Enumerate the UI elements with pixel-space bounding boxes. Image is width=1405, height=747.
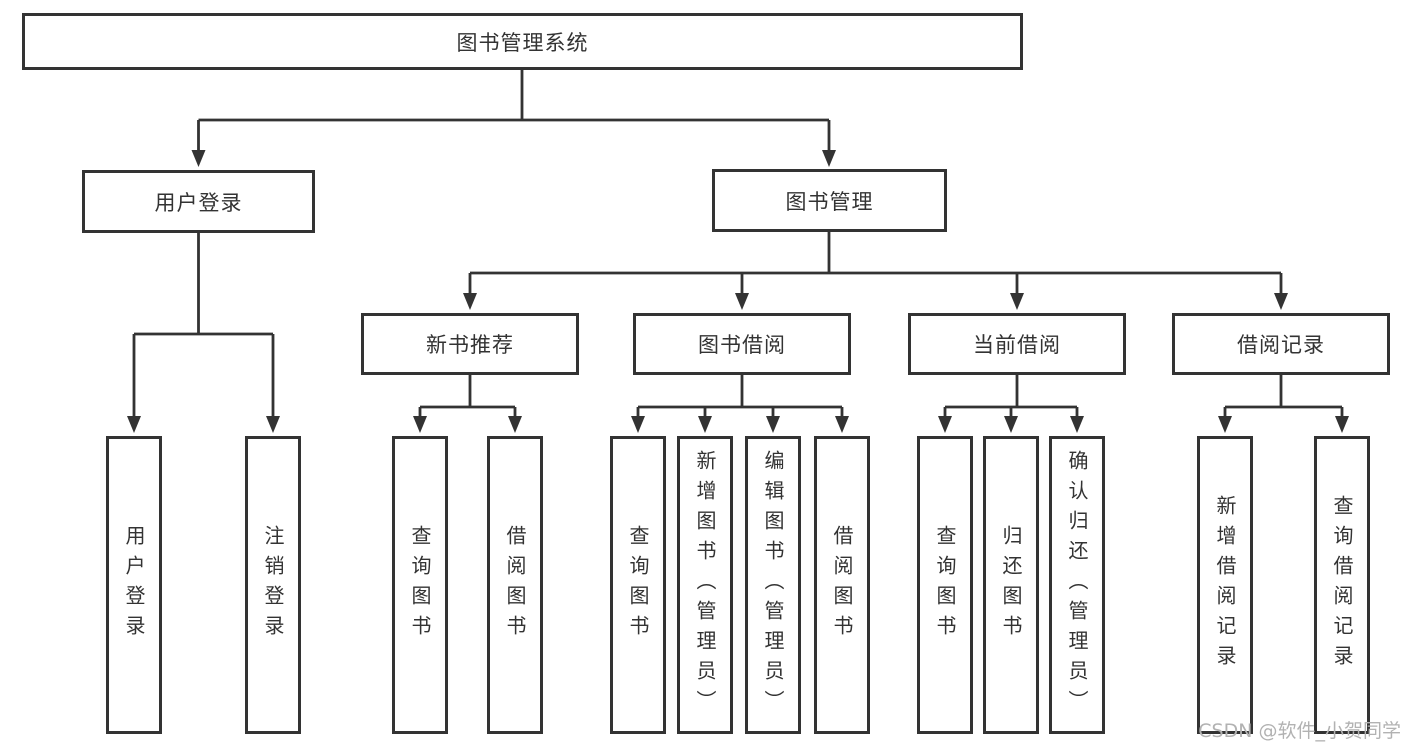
leaf-query-book-1: 查询图书 (392, 436, 448, 734)
leaf-borrow-book-1-label: 借阅图书 (503, 525, 527, 645)
node-new-book-recommend-label: 新书推荐 (426, 333, 514, 357)
leaf-query-book-3: 查询图书 (917, 436, 973, 734)
leaf-confirm-return-admin: 确认归还（管理员） (1049, 436, 1105, 734)
leaf-user-login: 用户登录 (106, 436, 162, 734)
leaf-borrow-book-2: 借阅图书 (814, 436, 870, 734)
leaf-query-book-1-label: 查询图书 (408, 525, 432, 645)
leaf-edit-book-admin: 编辑图书（管理员） (745, 436, 801, 734)
connector-root-to-level2 (191, 70, 836, 167)
leaf-add-borrow-record-label: 新增借阅记录 (1213, 495, 1237, 675)
leaf-borrow-book-2-label: 借阅图书 (830, 525, 854, 645)
connector-book-borrow-branch (631, 375, 849, 433)
leaf-add-book-admin: 新增图书（管理员） (677, 436, 733, 734)
leaf-query-book-2: 查询图书 (610, 436, 666, 734)
csdn-watermark: CSDN @软件_小贺同学 (1198, 720, 1401, 742)
node-current-borrow-label: 当前借阅 (973, 333, 1061, 357)
node-root-label: 图书管理系统 (456, 30, 589, 55)
leaf-edit-book-admin-label: 编辑图书（管理员） (761, 450, 785, 720)
node-user-login: 用户登录 (82, 170, 315, 233)
leaf-return-book-label: 归还图书 (999, 525, 1023, 645)
node-book-management: 图书管理 (712, 169, 947, 232)
connector-new-book-branch (413, 375, 522, 433)
connector-book-mgmt-branch (463, 232, 1288, 310)
leaf-return-book: 归还图书 (983, 436, 1039, 734)
leaf-add-book-admin-label: 新增图书（管理员） (693, 450, 717, 720)
node-borrow-record: 借阅记录 (1172, 313, 1390, 375)
node-new-book-recommend: 新书推荐 (361, 313, 579, 375)
leaf-user-login-label: 用户登录 (122, 525, 146, 645)
leaf-logout-label: 注销登录 (261, 525, 285, 645)
node-user-login-label: 用户登录 (154, 190, 243, 215)
connector-user-login-branch (127, 233, 280, 433)
leaf-confirm-return-admin-label: 确认归还（管理员） (1065, 450, 1089, 720)
node-book-borrow-label: 图书借阅 (698, 333, 786, 357)
leaf-query-book-2-label: 查询图书 (626, 525, 650, 645)
node-current-borrow: 当前借阅 (908, 313, 1126, 375)
connector-current-borrow-branch (938, 375, 1084, 433)
node-root-system: 图书管理系统 (22, 13, 1023, 70)
node-book-borrow: 图书借阅 (633, 313, 851, 375)
connector-borrow-record-branch (1218, 375, 1349, 433)
leaf-logout: 注销登录 (245, 436, 301, 734)
node-borrow-record-label: 借阅记录 (1237, 333, 1325, 357)
leaf-add-borrow-record: 新增借阅记录 (1197, 436, 1253, 734)
leaf-query-borrow-record: 查询借阅记录 (1314, 436, 1370, 734)
leaf-query-borrow-record-label: 查询借阅记录 (1330, 495, 1354, 675)
node-book-management-label: 图书管理 (785, 189, 874, 214)
leaf-borrow-book-1: 借阅图书 (487, 436, 543, 734)
leaf-query-book-3-label: 查询图书 (933, 525, 957, 645)
